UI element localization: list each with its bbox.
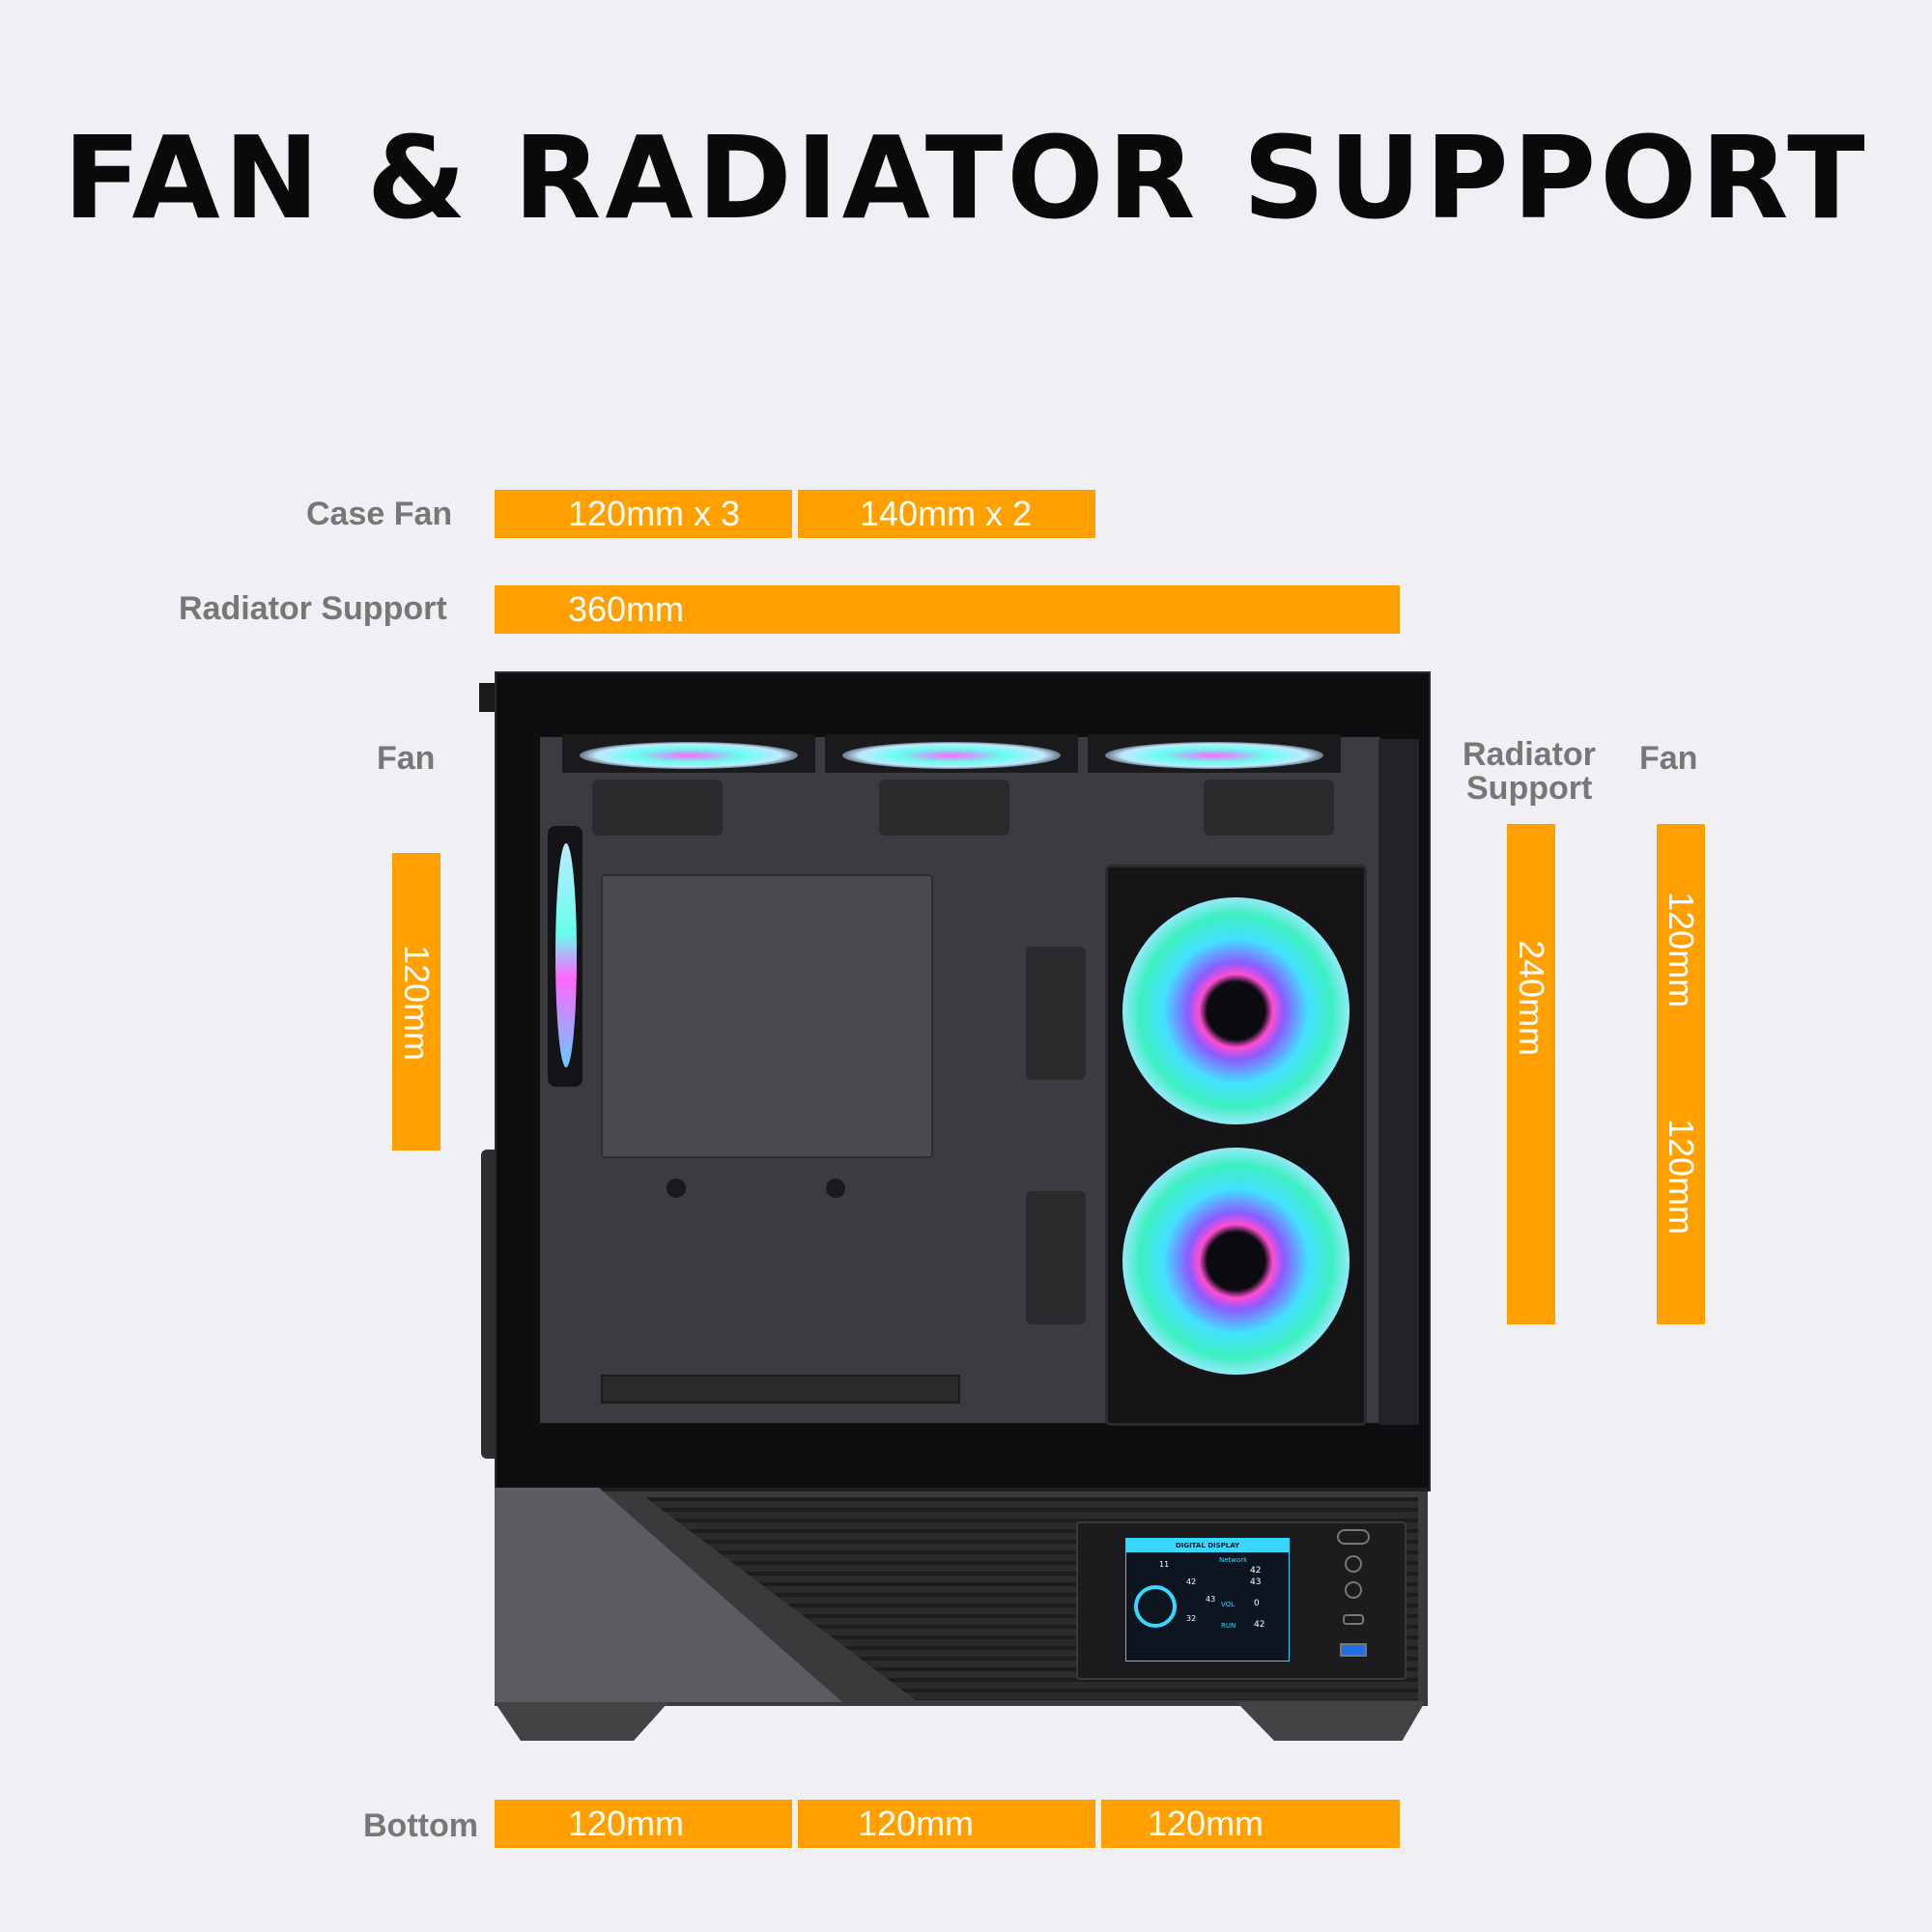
foot-right [1236,1702,1425,1741]
usb-a-port[interactable] [1340,1643,1367,1657]
display-readout-1: 11 [1159,1560,1170,1569]
radiator-support-bar: 360mm [495,585,1400,634]
right-fan-bar [1657,824,1705,1324]
display-vol: VOL [1221,1601,1236,1608]
right-radiator-label-line1: Radiator [1463,736,1596,773]
case-fan-bar-1: 120mm x 3 [495,490,792,538]
display-readout-4: 32 [1186,1614,1197,1623]
display-header: DIGITAL DISPLAY [1126,1539,1289,1552]
top-fan-2 [825,734,1078,773]
bottom-value-1: 120mm [568,1804,685,1843]
motherboard-cutout [601,874,933,1158]
cable-cutout-3 [1204,780,1334,836]
top-fan-3-ring [1105,742,1323,769]
case-fan-value-2: 140mm x 2 [860,494,1033,533]
foot-left [495,1702,668,1741]
bottom-label: Bottom [363,1807,478,1844]
display-run: RUN [1221,1622,1236,1630]
cable-cutout-1 [592,780,723,836]
top-fan-1 [562,734,815,773]
digital-display: DIGITAL DISPLAY Network 11 42 43 32 42 4… [1125,1538,1290,1662]
bottom-bar-1: 120mm [495,1800,792,1848]
case-top-handle [479,683,495,712]
right-radiator-value: 240mm [1512,940,1551,1057]
display-readout-2: 42 [1186,1577,1197,1586]
bottom-value-3: 120mm [1148,1804,1264,1843]
left-fan-label: Fan [377,740,436,777]
bottom-bar-3: 120mm [1101,1800,1400,1848]
display-readout-7: 0 [1254,1599,1260,1608]
right-radiator-bar [1507,824,1555,1324]
left-fan-value: 120mm [397,945,437,1062]
cable-cutout-2 [879,780,1009,836]
bottom-bar-2: 120mm [798,1800,1095,1848]
case-fan-label: Case Fan [306,496,453,532]
right-fan-label: Fan [1639,740,1698,777]
radiator-support-value: 360mm [568,589,685,629]
radiator-support-label: Radiator Support [179,590,447,627]
case-side-bracket [481,1150,495,1459]
display-readout-8: 42 [1254,1620,1265,1630]
rear-fan-glow [555,843,577,1067]
display-readout-5: 42 [1250,1566,1262,1576]
case-fan-bar-2: 140mm x 2 [798,490,1095,538]
grommet-2 [1026,1191,1086,1324]
usb-c-port[interactable] [1343,1614,1364,1625]
top-fan-3 [1088,734,1341,773]
right-radiator-label-line2: Support [1466,770,1593,807]
page-title: FAN & RADIATOR SUPPORT [63,111,1869,244]
rear-fan [548,826,582,1087]
pc-case: DIGITAL DISPLAY Network 11 42 43 32 42 4… [479,671,1431,1748]
standoff-2 [826,1179,845,1198]
reset-button[interactable] [1345,1555,1362,1573]
audio-jack[interactable] [1345,1581,1362,1599]
display-network: Network [1219,1556,1248,1564]
front-fan-2 [1122,1148,1350,1375]
expansion-bar [601,1375,960,1404]
front-fan-1 [1122,897,1350,1124]
case-glass-edge [1378,739,1419,1425]
left-fan-bar [392,853,440,1151]
standoff-1 [667,1179,686,1198]
top-fan-1-ring [580,742,798,769]
right-fan-value-1: 120mm [1662,892,1701,1009]
grommet-1 [1026,947,1086,1080]
case-fan-value-1: 120mm x 3 [568,494,741,533]
power-button[interactable] [1337,1529,1370,1545]
top-fan-2-ring [842,742,1061,769]
display-readout-6: 43 [1250,1577,1262,1587]
display-ring [1134,1585,1177,1628]
right-fan-value-2: 120mm [1662,1119,1701,1236]
bottom-value-2: 120mm [858,1804,975,1843]
display-readout-3: 43 [1206,1595,1216,1604]
